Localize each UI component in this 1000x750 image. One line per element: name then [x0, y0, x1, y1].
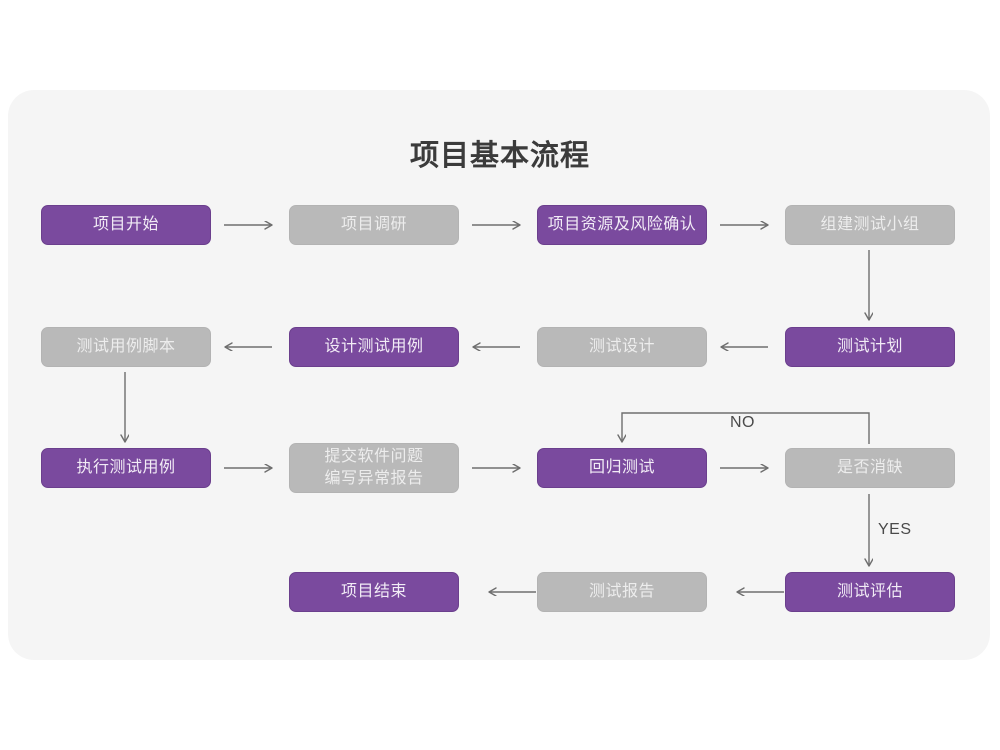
node-test-design[interactable]: 测试设计: [537, 327, 707, 367]
node-submit-defect-report[interactable]: 提交软件问题 编写异常报告: [289, 443, 459, 493]
node-build-test-team[interactable]: 组建测试小组: [785, 205, 955, 245]
node-testcase-script[interactable]: 测试用例脚本: [41, 327, 211, 367]
node-project-start[interactable]: 项目开始: [41, 205, 211, 245]
node-resource-risk-confirm[interactable]: 项目资源及风险确认: [537, 205, 707, 245]
edge-label-no: NO: [730, 414, 755, 431]
edge-label-yes: YES: [878, 521, 912, 538]
node-test-report[interactable]: 测试报告: [537, 572, 707, 612]
node-project-research[interactable]: 项目调研: [289, 205, 459, 245]
node-execute-testcase[interactable]: 执行测试用例: [41, 448, 211, 488]
node-test-plan[interactable]: 测试计划: [785, 327, 955, 367]
node-defect-resolved[interactable]: 是否消缺: [785, 448, 955, 488]
node-project-end[interactable]: 项目结束: [289, 572, 459, 612]
node-test-evaluation[interactable]: 测试评估: [785, 572, 955, 612]
node-design-testcase[interactable]: 设计测试用例: [289, 327, 459, 367]
node-regression-test[interactable]: 回归测试: [537, 448, 707, 488]
page-title: 项目基本流程: [409, 140, 590, 172]
flowchart-card: [8, 90, 990, 660]
